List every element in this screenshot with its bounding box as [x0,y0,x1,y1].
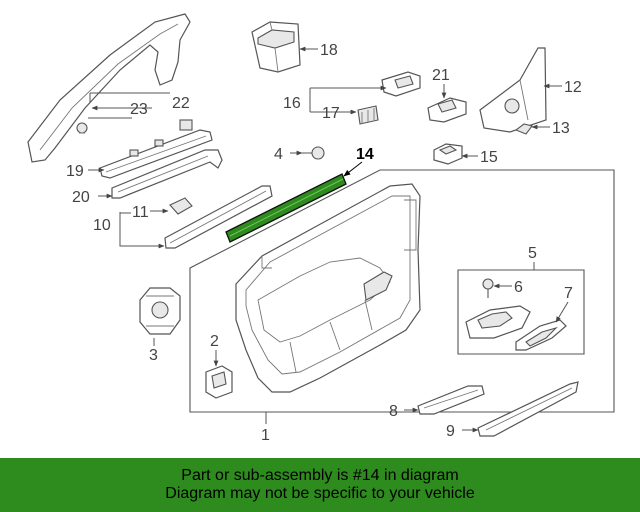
callout-20: 20 [72,189,90,206]
callout-23: 23 [130,101,148,118]
info-banner-line-2: Diagram may not be specific to your vehi… [165,485,475,502]
switch-bezel-part [465,305,531,339]
trim-strip-part [417,385,485,415]
callout-17: 17 [322,105,340,122]
callout-3: 3 [149,347,158,364]
callout-11: 11 [132,204,149,221]
inner-handle-part [139,287,181,335]
callout-16: 16 [283,95,301,112]
callout-21: 21 [432,67,450,84]
info-banner-line-1: Part or sub-assembly is #14 in diagram [181,467,459,484]
callout-7: 7 [564,285,573,302]
lock-switch-part [427,97,467,123]
corner-trim-part [479,47,547,133]
mirror-switch-part [433,143,463,165]
callout-13: 13 [552,120,570,137]
callout-18: 18 [320,42,338,59]
callout-9: 9 [446,423,455,440]
callout-14: 14 [356,146,374,163]
info-banner: Part or sub-assembly is #14 in diagram D… [0,458,640,512]
screw-part [482,278,494,298]
callout-19: 19 [66,163,84,180]
pull-strip-part [111,149,223,199]
sill-strip-part [477,381,579,437]
callout-15: 15 [480,149,498,166]
callout-5: 5 [528,245,537,262]
callout-8: 8 [389,403,398,420]
belt-trim-part [99,119,213,179]
a-pillar-trim-part [27,13,191,163]
callout-12: 12 [564,79,582,96]
window-switch-part [357,71,421,125]
callout-2: 2 [210,333,219,350]
callout-4: 4 [274,146,283,163]
callout-1: 1 [261,427,270,444]
parts-diagram: 23 22 19 20 10 11 18 16 [27,13,615,444]
door-panel-group-outline [189,169,615,413]
lower-trim-strip-part [164,185,273,249]
callout-22: 22 [172,95,190,112]
callout-6: 6 [514,279,523,296]
storage-pocket-part [251,21,301,73]
handle-bezel-part [515,319,567,351]
callout-10: 10 [93,217,111,234]
bracket-part [205,365,233,399]
door-trim-panel-part [235,183,421,393]
switch-group-outline [457,269,585,355]
